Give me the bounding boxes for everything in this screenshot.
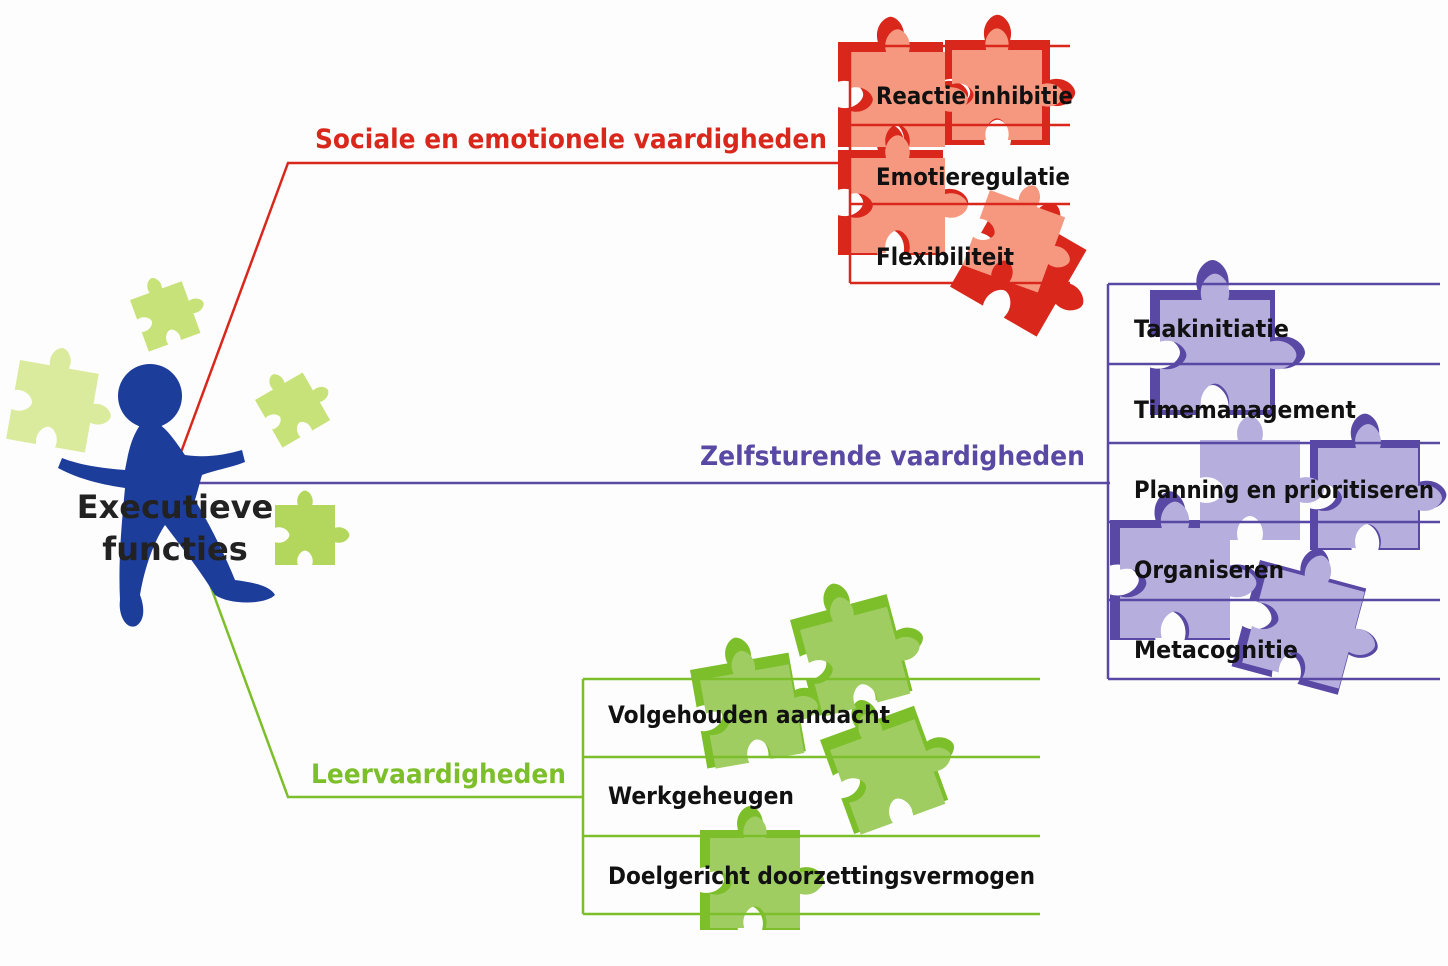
center-label-line2: functies: [102, 530, 247, 568]
item-timemanagement: Timemanagement: [1134, 396, 1356, 424]
learning-item-lines: [581, 677, 1040, 916]
center-label: Executieve functies: [77, 488, 273, 568]
center-label-line1: Executieve: [77, 488, 273, 526]
item-planning: Planning en prioritiseren: [1134, 476, 1434, 504]
social-branch-line: [178, 161, 840, 456]
item-organiseren: Organiseren: [1134, 556, 1284, 584]
juggler-figure: [58, 364, 275, 627]
branch-title-social: Sociale en emotionele vaardigheden: [315, 124, 827, 155]
juggle-piece-left: [6, 341, 122, 457]
figure-body: [58, 425, 275, 627]
connector-lines: [175, 161, 1110, 799]
juggle-piece-top: [125, 264, 213, 352]
item-flexibiliteit: Flexibiliteit: [876, 243, 1014, 271]
item-taakinitiatie: Taakinitiatie: [1134, 315, 1289, 343]
figure-head: [118, 364, 182, 428]
juggle-piece-bottom: [275, 490, 350, 565]
item-metacognitie: Metacognitie: [1134, 636, 1298, 664]
item-doelgericht: Doelgericht doorzettingsvermogen: [608, 862, 1035, 890]
learning-branch-line: [188, 529, 583, 799]
branch-title-learning: Leervaardigheden: [311, 759, 566, 790]
juggle-piece-right: [248, 354, 342, 448]
selfdirect-item-lines: [1106, 282, 1440, 681]
item-werkgeheugen: Werkgeheugen: [608, 782, 794, 810]
item-reactie-inhibitie: Reactie inhibitie: [876, 82, 1073, 110]
item-volgehouden-aandacht: Volgehouden aandacht: [608, 701, 890, 729]
social-item-lines: [848, 44, 1070, 285]
item-emotieregulatie: Emotieregulatie: [876, 163, 1070, 191]
branch-title-selfdirect: Zelfsturende vaardigheden: [700, 441, 1085, 472]
